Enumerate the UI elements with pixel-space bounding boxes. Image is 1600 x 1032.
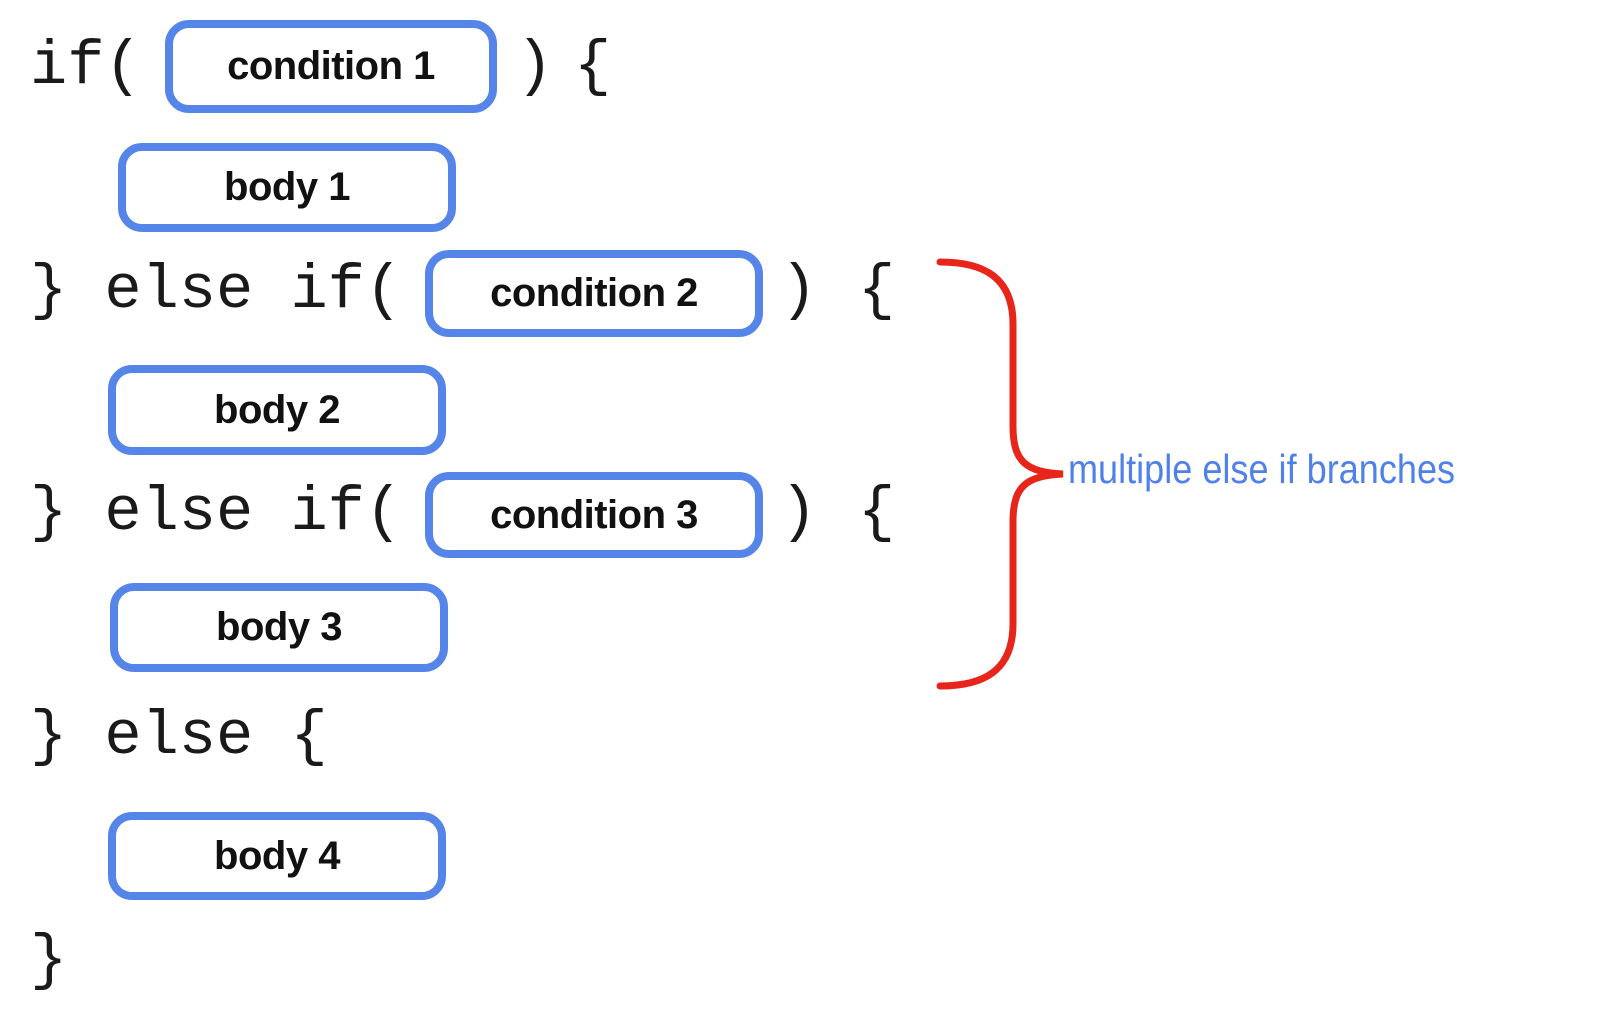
code-fragment-paren-close-1: ) (516, 31, 554, 102)
code-fragment-else: } else { (30, 701, 328, 772)
box-body-4[interactable]: body 4 (108, 812, 446, 900)
code-fragment-paren-close-2: ) (780, 255, 818, 326)
box-body-3-label: body 3 (216, 605, 342, 649)
box-body-2-label: body 2 (214, 387, 340, 432)
box-body-3[interactable]: body 3 (110, 583, 448, 672)
code-fragment-else-if-2: } else if( (30, 477, 403, 548)
code-fragment-else-if-1: } else if( (30, 255, 403, 326)
box-condition-3-label: condition 3 (490, 492, 698, 537)
code-fragment-brace-open-1: { (574, 31, 612, 102)
code-fragment-paren-close-3: ) (780, 477, 818, 548)
box-condition-2-label: condition 2 (490, 271, 698, 315)
annotation-brace (930, 250, 1080, 700)
code-fragment-brace-open-3: { (858, 477, 896, 548)
annotation-label: multiple else if branches (1068, 446, 1456, 492)
box-condition-1-label: condition 1 (227, 44, 435, 88)
box-body-1[interactable]: body 1 (118, 143, 456, 232)
box-condition-2[interactable]: condition 2 (425, 250, 763, 337)
box-body-1-label: body 1 (224, 165, 350, 209)
code-fragment-brace-close: } (30, 925, 68, 996)
box-condition-3[interactable]: condition 3 (425, 472, 763, 558)
box-body-2[interactable]: body 2 (108, 365, 446, 455)
box-body-4-label: body 4 (214, 833, 340, 878)
code-fragment-brace-open-2: { (858, 255, 896, 326)
box-condition-1[interactable]: condition 1 (165, 20, 497, 113)
code-fragment-if-open: if( (30, 31, 142, 102)
